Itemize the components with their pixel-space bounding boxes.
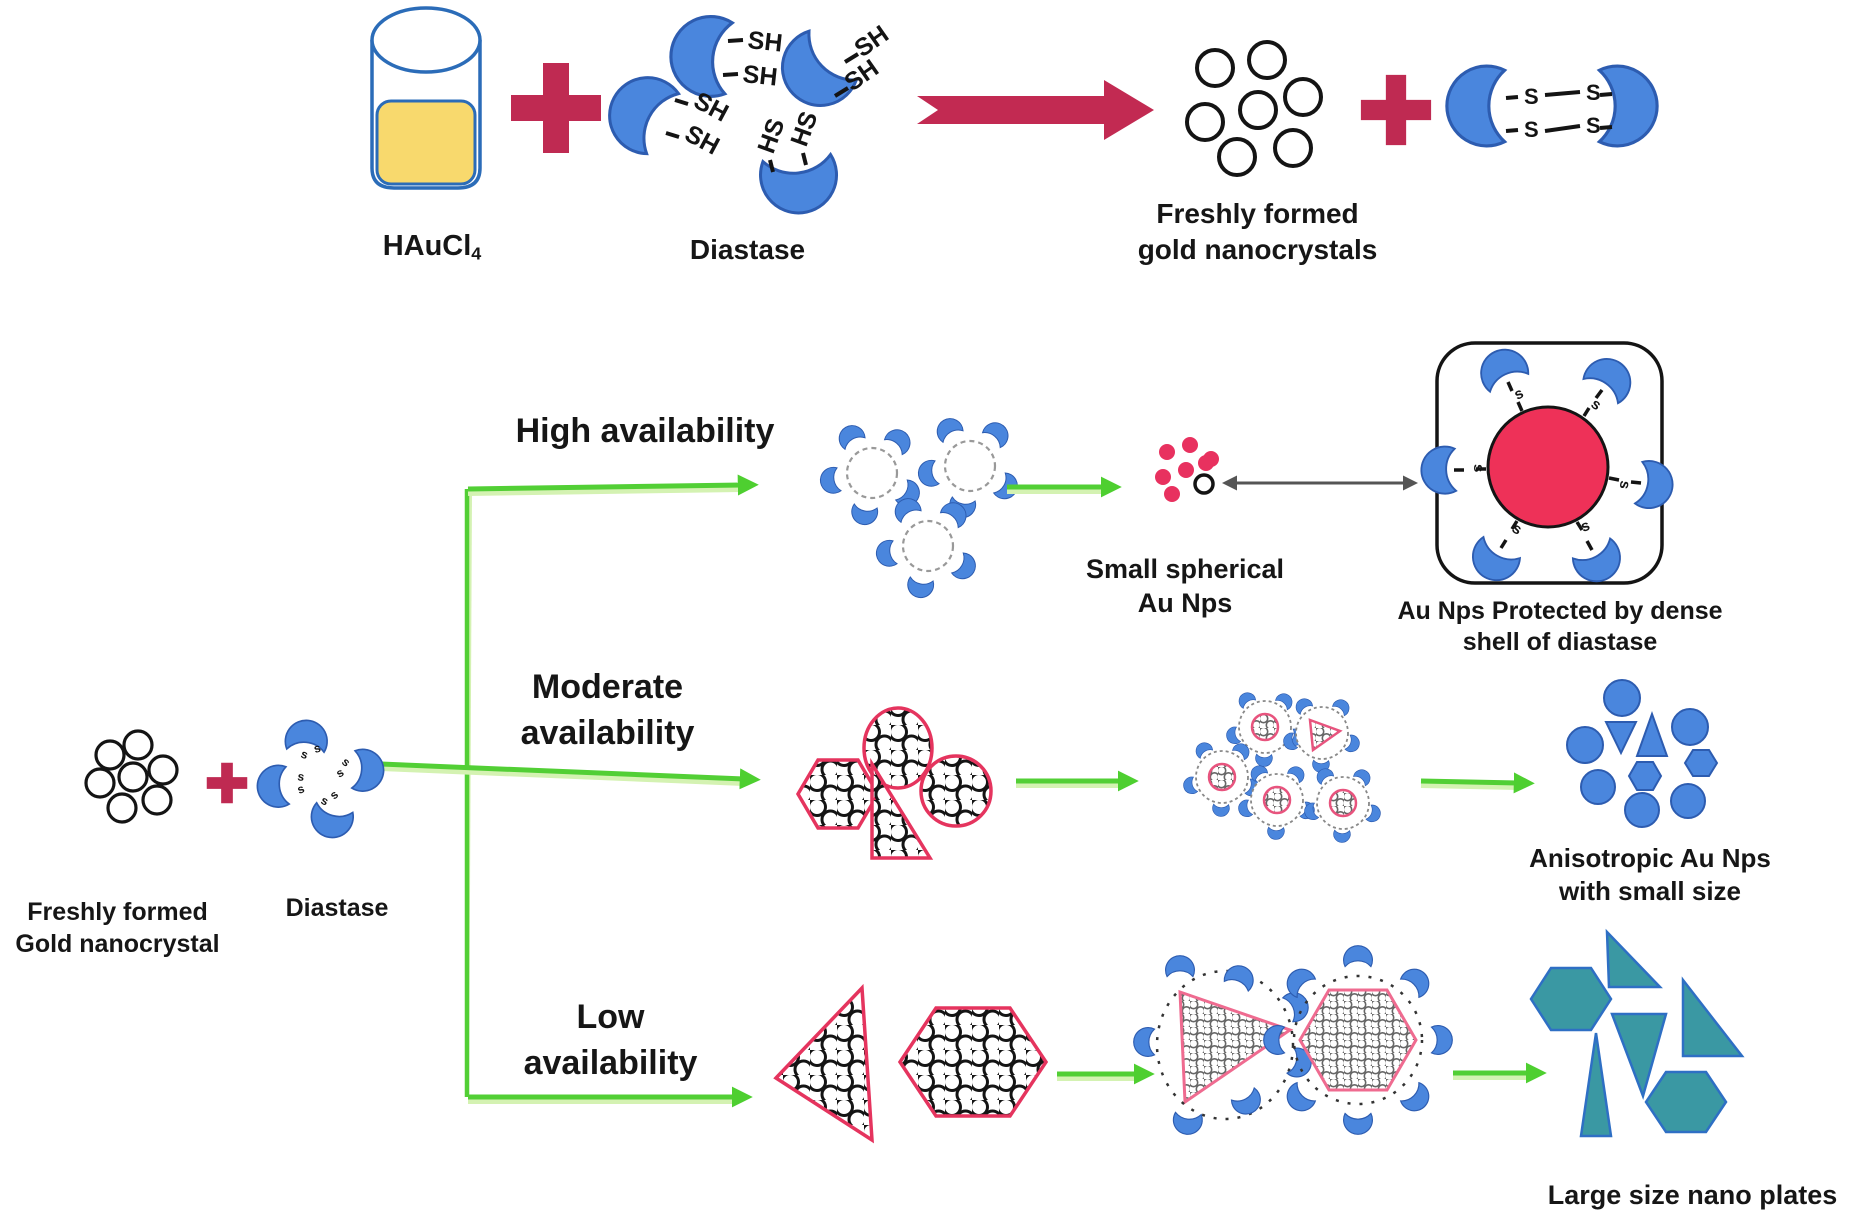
gold-nanocrystal-mid-line1: Freshly formed xyxy=(27,898,208,926)
sulfur-label: S xyxy=(1586,80,1601,105)
sulfur-link-label: s xyxy=(295,781,306,797)
gold-nanocrystal-label-mid: Freshly formed Gold nanocrystal xyxy=(0,896,235,960)
gold-nanocrystal-cluster-mid xyxy=(84,729,179,824)
plus-icon xyxy=(206,762,248,804)
branch-lines xyxy=(379,474,761,1108)
anisotropic-nps-line2: with small size xyxy=(1558,876,1742,906)
small-spherical-line1: Small spherical xyxy=(1085,554,1285,584)
moderate-nanocrystal-shapes xyxy=(795,706,993,860)
haucl4-subscript: 4 xyxy=(471,243,482,264)
thiol-label: SH xyxy=(746,26,783,57)
diastase-molecules-mid: s s s s s s s s xyxy=(254,717,387,844)
sulfur-link-label: s xyxy=(327,787,341,802)
large-nano-plates-label: Large size nano plates xyxy=(1547,1180,1838,1210)
moderate-availability-label: Moderate availability xyxy=(455,664,760,756)
anisotropic-nps-label: Anisotropic Au Nps with small size xyxy=(1480,842,1820,908)
green-arrow xyxy=(1016,770,1139,792)
plus-icon xyxy=(1360,74,1432,146)
product-label-top-line2: gold nanocrystals xyxy=(1137,234,1378,265)
protected-small-nps xyxy=(817,413,1023,601)
protected-nps-line2: shell of diastase xyxy=(1462,628,1658,656)
high-availability-label: High availability xyxy=(515,412,775,450)
gold-nanocrystal-mid-line2: Gold nanocrystal xyxy=(15,930,220,958)
reaction-arrow xyxy=(917,80,1154,140)
green-arrow xyxy=(1057,1063,1155,1085)
low-availability-label: Low availability xyxy=(458,994,763,1086)
thiol-label: HS xyxy=(785,108,823,150)
sulfur-link-label: s xyxy=(1616,479,1634,490)
sulfur-label: S xyxy=(1586,113,1601,138)
large-nano-plates-cluster xyxy=(1529,928,1745,1138)
disulfide-pair: S S S S xyxy=(1445,64,1659,148)
sulfur-link-label: s xyxy=(1470,464,1487,472)
protected-nps-line1: Au Nps Protected by dense xyxy=(1397,597,1723,625)
low-nanocrystal-shapes xyxy=(773,983,1049,1144)
thiol-label: HS xyxy=(752,115,790,157)
plus-icon xyxy=(511,63,601,153)
green-arrow xyxy=(1420,772,1535,794)
sulfur-label: S xyxy=(1524,117,1539,142)
protected-nps-label: Au Nps Protected by dense shell of diast… xyxy=(1360,596,1760,658)
moderate-availability-line2: availability xyxy=(520,714,695,752)
green-arrow xyxy=(1007,476,1122,498)
thiol-label: SH xyxy=(741,60,778,91)
diastase-molecules-top: SH SH SH SH SH SH HS HS xyxy=(594,11,894,219)
sulfur-link-label: s xyxy=(312,741,322,756)
haucl4-base: HAuCl xyxy=(382,230,472,262)
sulfur-label: S xyxy=(1524,84,1539,109)
beaker-icon xyxy=(370,6,482,190)
product-label-top: Freshly formed gold nanocrystals xyxy=(1080,196,1435,268)
sulfur-link-label: s xyxy=(339,755,353,770)
protected-hexagon-aggregate xyxy=(1263,945,1453,1135)
protected-triangle-aggregate xyxy=(1133,955,1316,1137)
sulfur-link-label: s xyxy=(296,769,305,784)
small-spherical-label: Small spherical Au Nps xyxy=(1040,552,1330,620)
diastase-label-top: Diastase xyxy=(689,234,806,265)
gold-nanocrystals-cluster-top xyxy=(1185,40,1323,177)
low-availability-line2: availability xyxy=(523,1044,698,1082)
haucl4-label: HAuCl4 xyxy=(332,230,532,264)
sulfur-link-label: s xyxy=(299,747,310,763)
protected-np-box: s s s s s s xyxy=(1419,340,1678,591)
anisotropic-nps-cluster xyxy=(1566,679,1719,828)
anisotropic-nps-line1: Anisotropic Au Nps xyxy=(1529,843,1771,873)
protected-anisotropic-aggregates xyxy=(1181,689,1384,844)
small-spherical-nps-cluster xyxy=(1155,437,1219,502)
product-label-top-line1: Freshly formed xyxy=(1156,198,1359,229)
green-arrow xyxy=(1453,1062,1547,1084)
moderate-availability-line1: Moderate xyxy=(531,668,684,706)
low-availability-line1: Low xyxy=(576,998,645,1036)
small-spherical-line2: Au Nps xyxy=(1137,588,1233,618)
diastase-label-mid: Diastase xyxy=(285,894,389,922)
